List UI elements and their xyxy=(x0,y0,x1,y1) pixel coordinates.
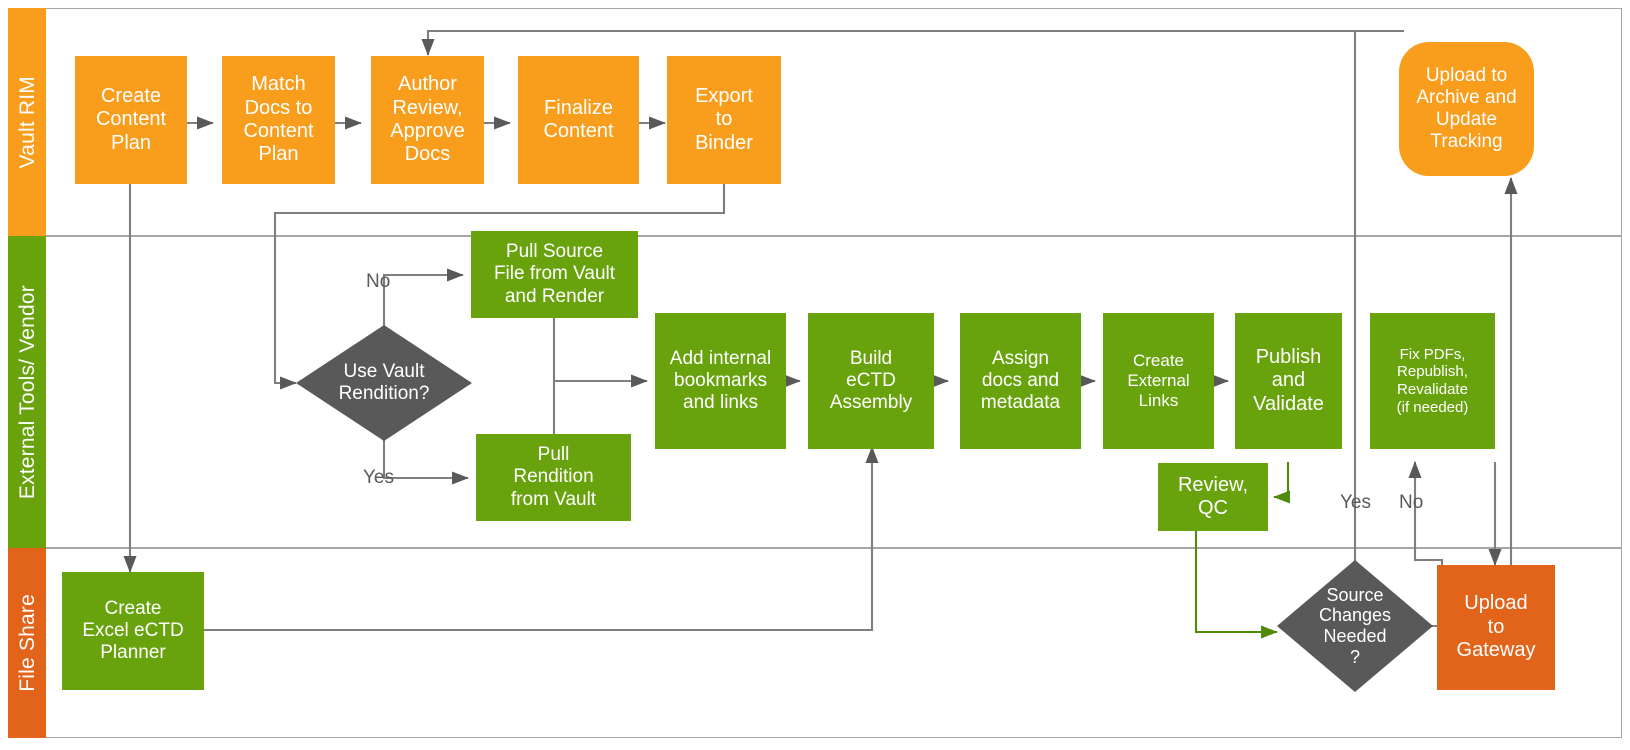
node-review-qc[interactable]: Review, QC xyxy=(1158,463,1268,531)
node-assign-docs-and-metadata[interactable]: Assign docs and metadata xyxy=(960,313,1081,449)
lane-label-vault-rim: Vault RIM xyxy=(15,75,39,169)
node-upload-to-archive-and-update-tracking[interactable]: Upload to Archive and Update Tracking xyxy=(1399,42,1534,176)
lane-label-external-tools-vendor: External Tools/ Vendor xyxy=(15,284,39,500)
node-label: Fix PDFs, Republish, Revalidate (if need… xyxy=(1396,345,1469,416)
node-export-to-binder[interactable]: Export to Binder xyxy=(667,56,781,184)
node-add-internal-bookmarks-and-links[interactable]: Add internal bookmarks and links xyxy=(655,313,786,449)
node-label: Create Content Plan xyxy=(95,84,167,154)
node-label: Finalize Content xyxy=(543,96,614,142)
node-label: Create Excel eCTD Planner xyxy=(82,597,184,664)
node-label: Source Changes Needed ? xyxy=(1318,584,1392,667)
edge-label-source-changes-yes: Yes xyxy=(1340,492,1371,513)
node-label: Review, QC xyxy=(1177,473,1249,519)
node-label: Build eCTD Assembly xyxy=(829,347,913,414)
node-label: Upload to Gateway xyxy=(1456,592,1536,662)
node-label: Create External Links xyxy=(1127,351,1190,410)
node-source-changes-needed[interactable]: Source Changes Needed ? xyxy=(1277,560,1433,692)
node-build-ectd-assembly[interactable]: Build eCTD Assembly xyxy=(808,313,934,449)
node-label: Pull Rendition from Vault xyxy=(510,444,597,510)
edge-label-rendition-no: No xyxy=(366,271,391,292)
node-label: Publish and Validate xyxy=(1253,345,1324,415)
node-label: Upload to Archive and Update Tracking xyxy=(1416,64,1517,153)
node-fix-pdfs-republish-revalidate[interactable]: Fix PDFs, Republish, Revalidate (if need… xyxy=(1370,313,1495,449)
node-label: Add internal bookmarks and links xyxy=(669,347,772,414)
node-label: Author Review, Approve Docs xyxy=(390,73,465,166)
node-label: Pull Source File from Vault and Render xyxy=(493,241,616,307)
lane-tab-vault-rim: Vault RIM xyxy=(8,8,46,236)
node-publish-and-validate[interactable]: Publish and Validate xyxy=(1235,313,1342,449)
node-use-vault-rendition[interactable]: Use Vault Rendition? xyxy=(296,325,472,441)
lane-label-file-share: File Share xyxy=(15,594,39,692)
node-pull-source-file-from-vault-and-render[interactable]: Pull Source File from Vault and Render xyxy=(471,231,638,318)
node-label: Assign docs and metadata xyxy=(980,347,1061,414)
node-match-docs-to-content-plan[interactable]: Match Docs to Content Plan xyxy=(222,56,335,184)
node-finalize-content[interactable]: Finalize Content xyxy=(518,56,639,184)
lane-tab-file-share: File Share xyxy=(8,548,46,738)
node-create-excel-ectd-planner[interactable]: Create Excel eCTD Planner xyxy=(62,572,204,690)
node-upload-to-gateway[interactable]: Upload to Gateway xyxy=(1437,565,1555,690)
node-label: Use Vault Rendition? xyxy=(338,361,430,404)
edge-label-rendition-yes: Yes xyxy=(363,467,394,488)
node-create-content-plan[interactable]: Create Content Plan xyxy=(75,56,187,184)
node-label: Export to Binder xyxy=(695,84,753,154)
lane-tab-external-tools-vendor: External Tools/ Vendor xyxy=(8,236,46,548)
edge-label-source-changes-no: No xyxy=(1399,492,1424,513)
node-author-review-approve-docs[interactable]: Author Review, Approve Docs xyxy=(371,56,484,184)
node-create-external-links[interactable]: Create External Links xyxy=(1103,313,1214,449)
node-pull-rendition-from-vault[interactable]: Pull Rendition from Vault xyxy=(476,434,631,521)
node-label: Match Docs to Content Plan xyxy=(243,73,314,166)
